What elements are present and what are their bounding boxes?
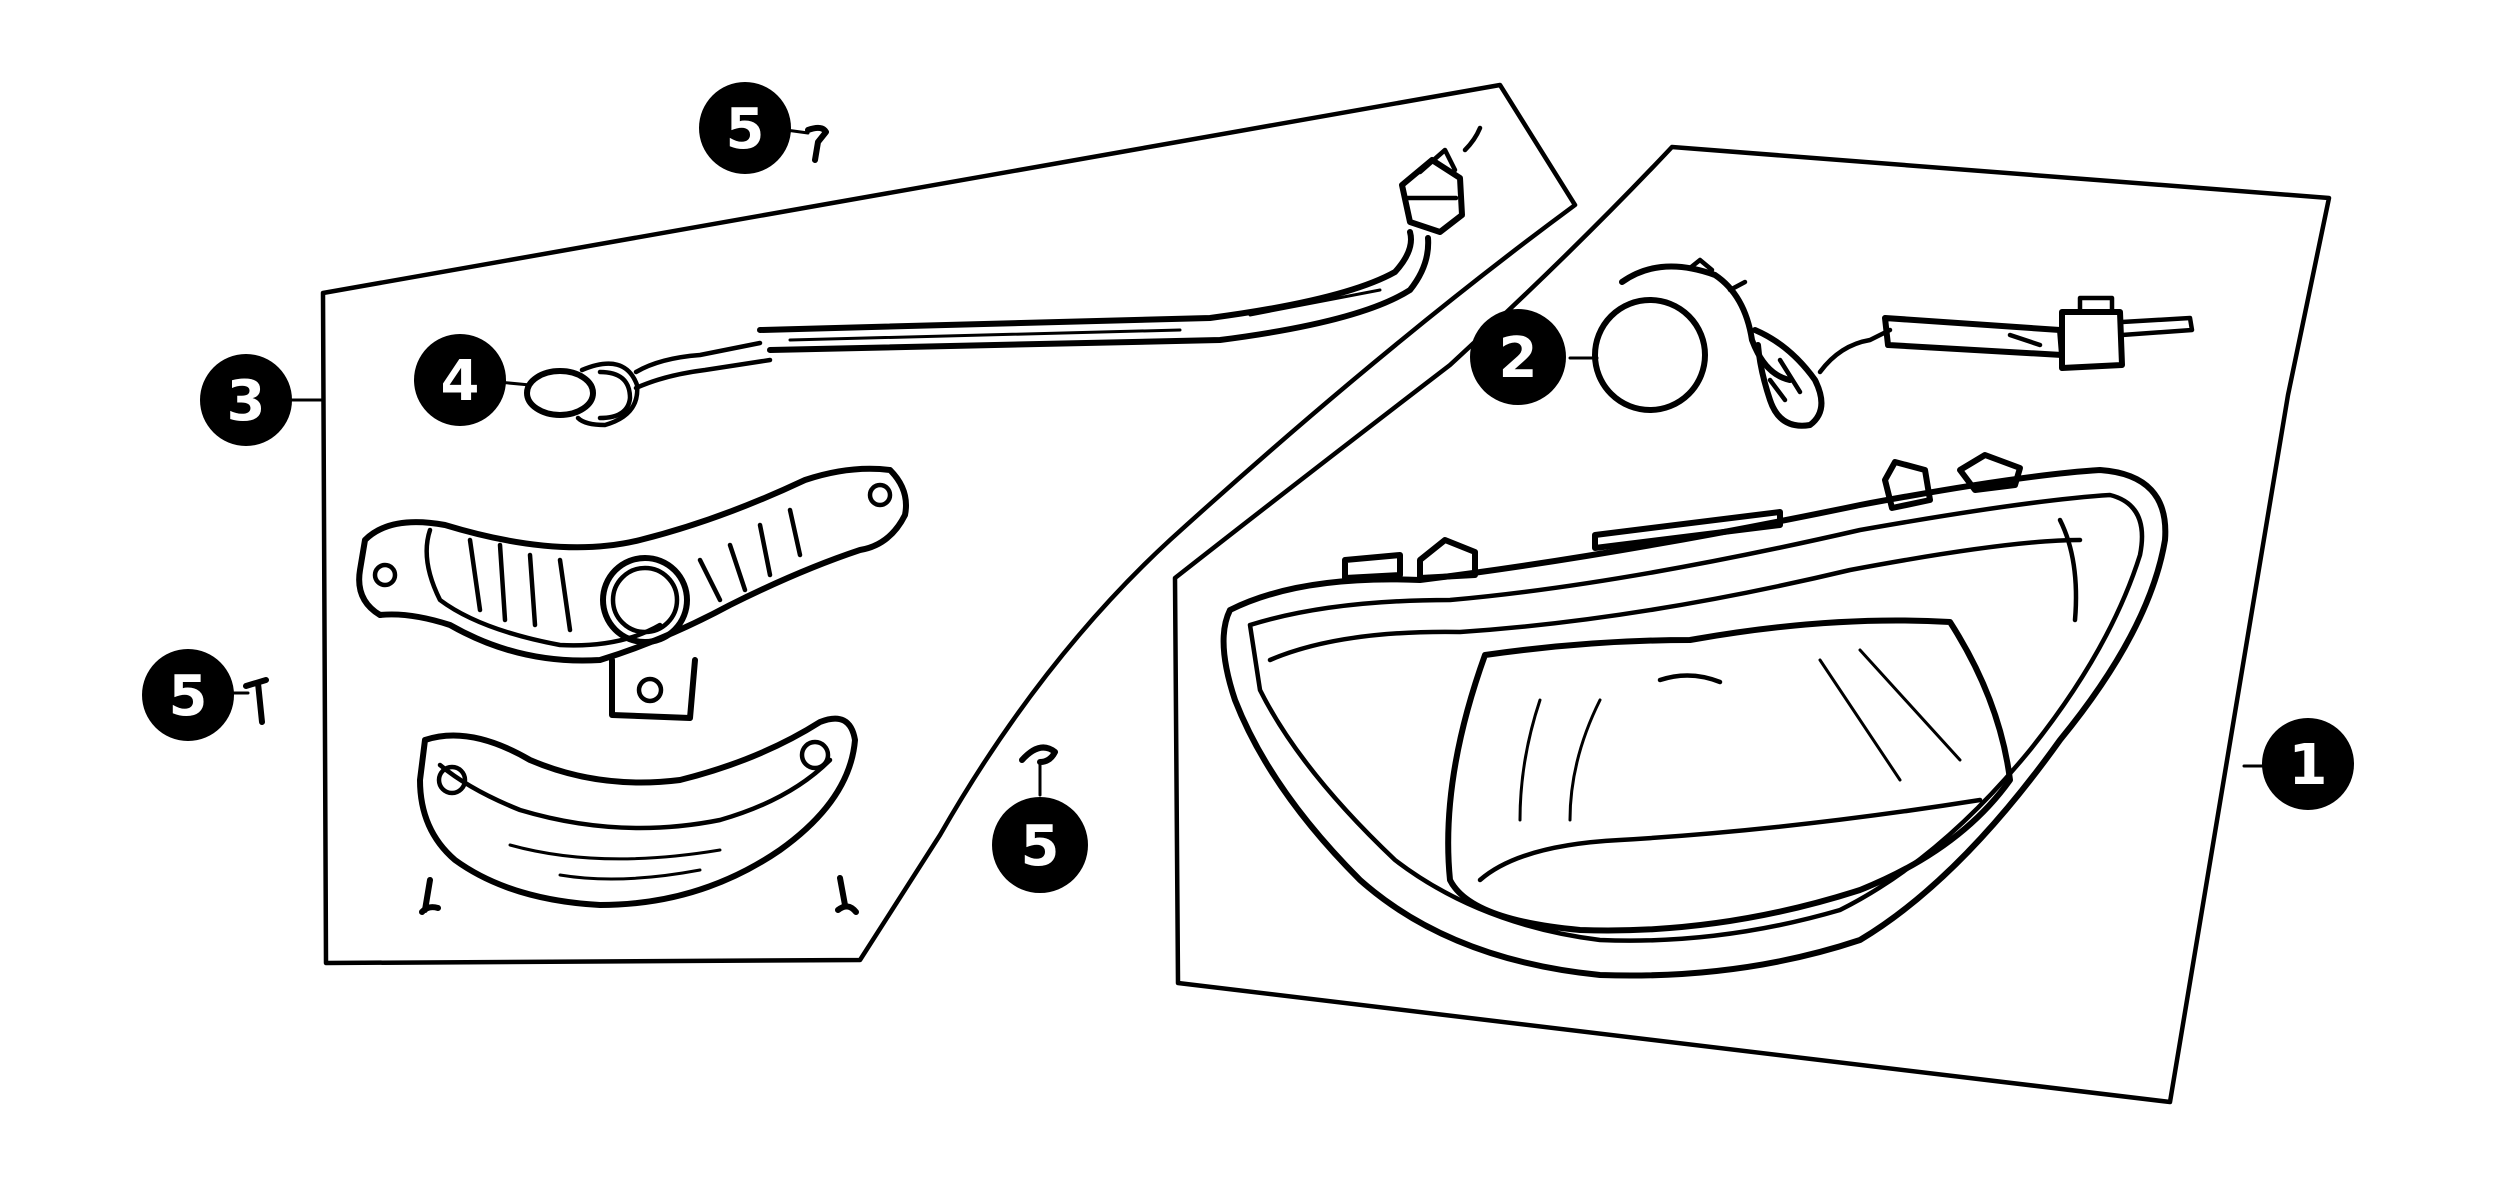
- callout-5-center: 5: [992, 797, 1088, 893]
- screw-lens-left: [419, 877, 441, 915]
- headlight-bulb-socket: [1592, 257, 2195, 429]
- position-bulb-socket: [524, 125, 1483, 428]
- callout-4-label: 4: [441, 349, 480, 414]
- callout-5-left-label: 5: [169, 664, 208, 729]
- callout-3: 3: [200, 354, 292, 446]
- callout-5-center-label: 5: [1021, 814, 1060, 879]
- headlight-assembly: [1220, 452, 2169, 979]
- group-1-outline: [1172, 144, 2332, 1105]
- callout-4: 4: [414, 334, 506, 426]
- screw-lens-right: [835, 875, 859, 915]
- callout-3-label: 3: [227, 369, 266, 434]
- callout-2: 2: [1470, 309, 1566, 405]
- callout-5-left: 5: [142, 649, 234, 741]
- callout-2-label: 2: [1499, 326, 1538, 391]
- position-light-housing: [356, 465, 909, 721]
- screw-center: [1019, 744, 1058, 765]
- screw-left: [243, 677, 269, 725]
- callout-5-top: 5: [699, 82, 791, 174]
- leader-lines: [220, 128, 2272, 797]
- callout-5-top-label: 5: [726, 97, 765, 162]
- screw-top: [805, 124, 829, 163]
- group-3-outline: [320, 82, 1578, 966]
- callout-1: 1: [2262, 718, 2354, 810]
- screw-group: [243, 124, 1058, 915]
- position-light-lens: [417, 715, 858, 908]
- callout-1-label: 1: [2289, 733, 2328, 798]
